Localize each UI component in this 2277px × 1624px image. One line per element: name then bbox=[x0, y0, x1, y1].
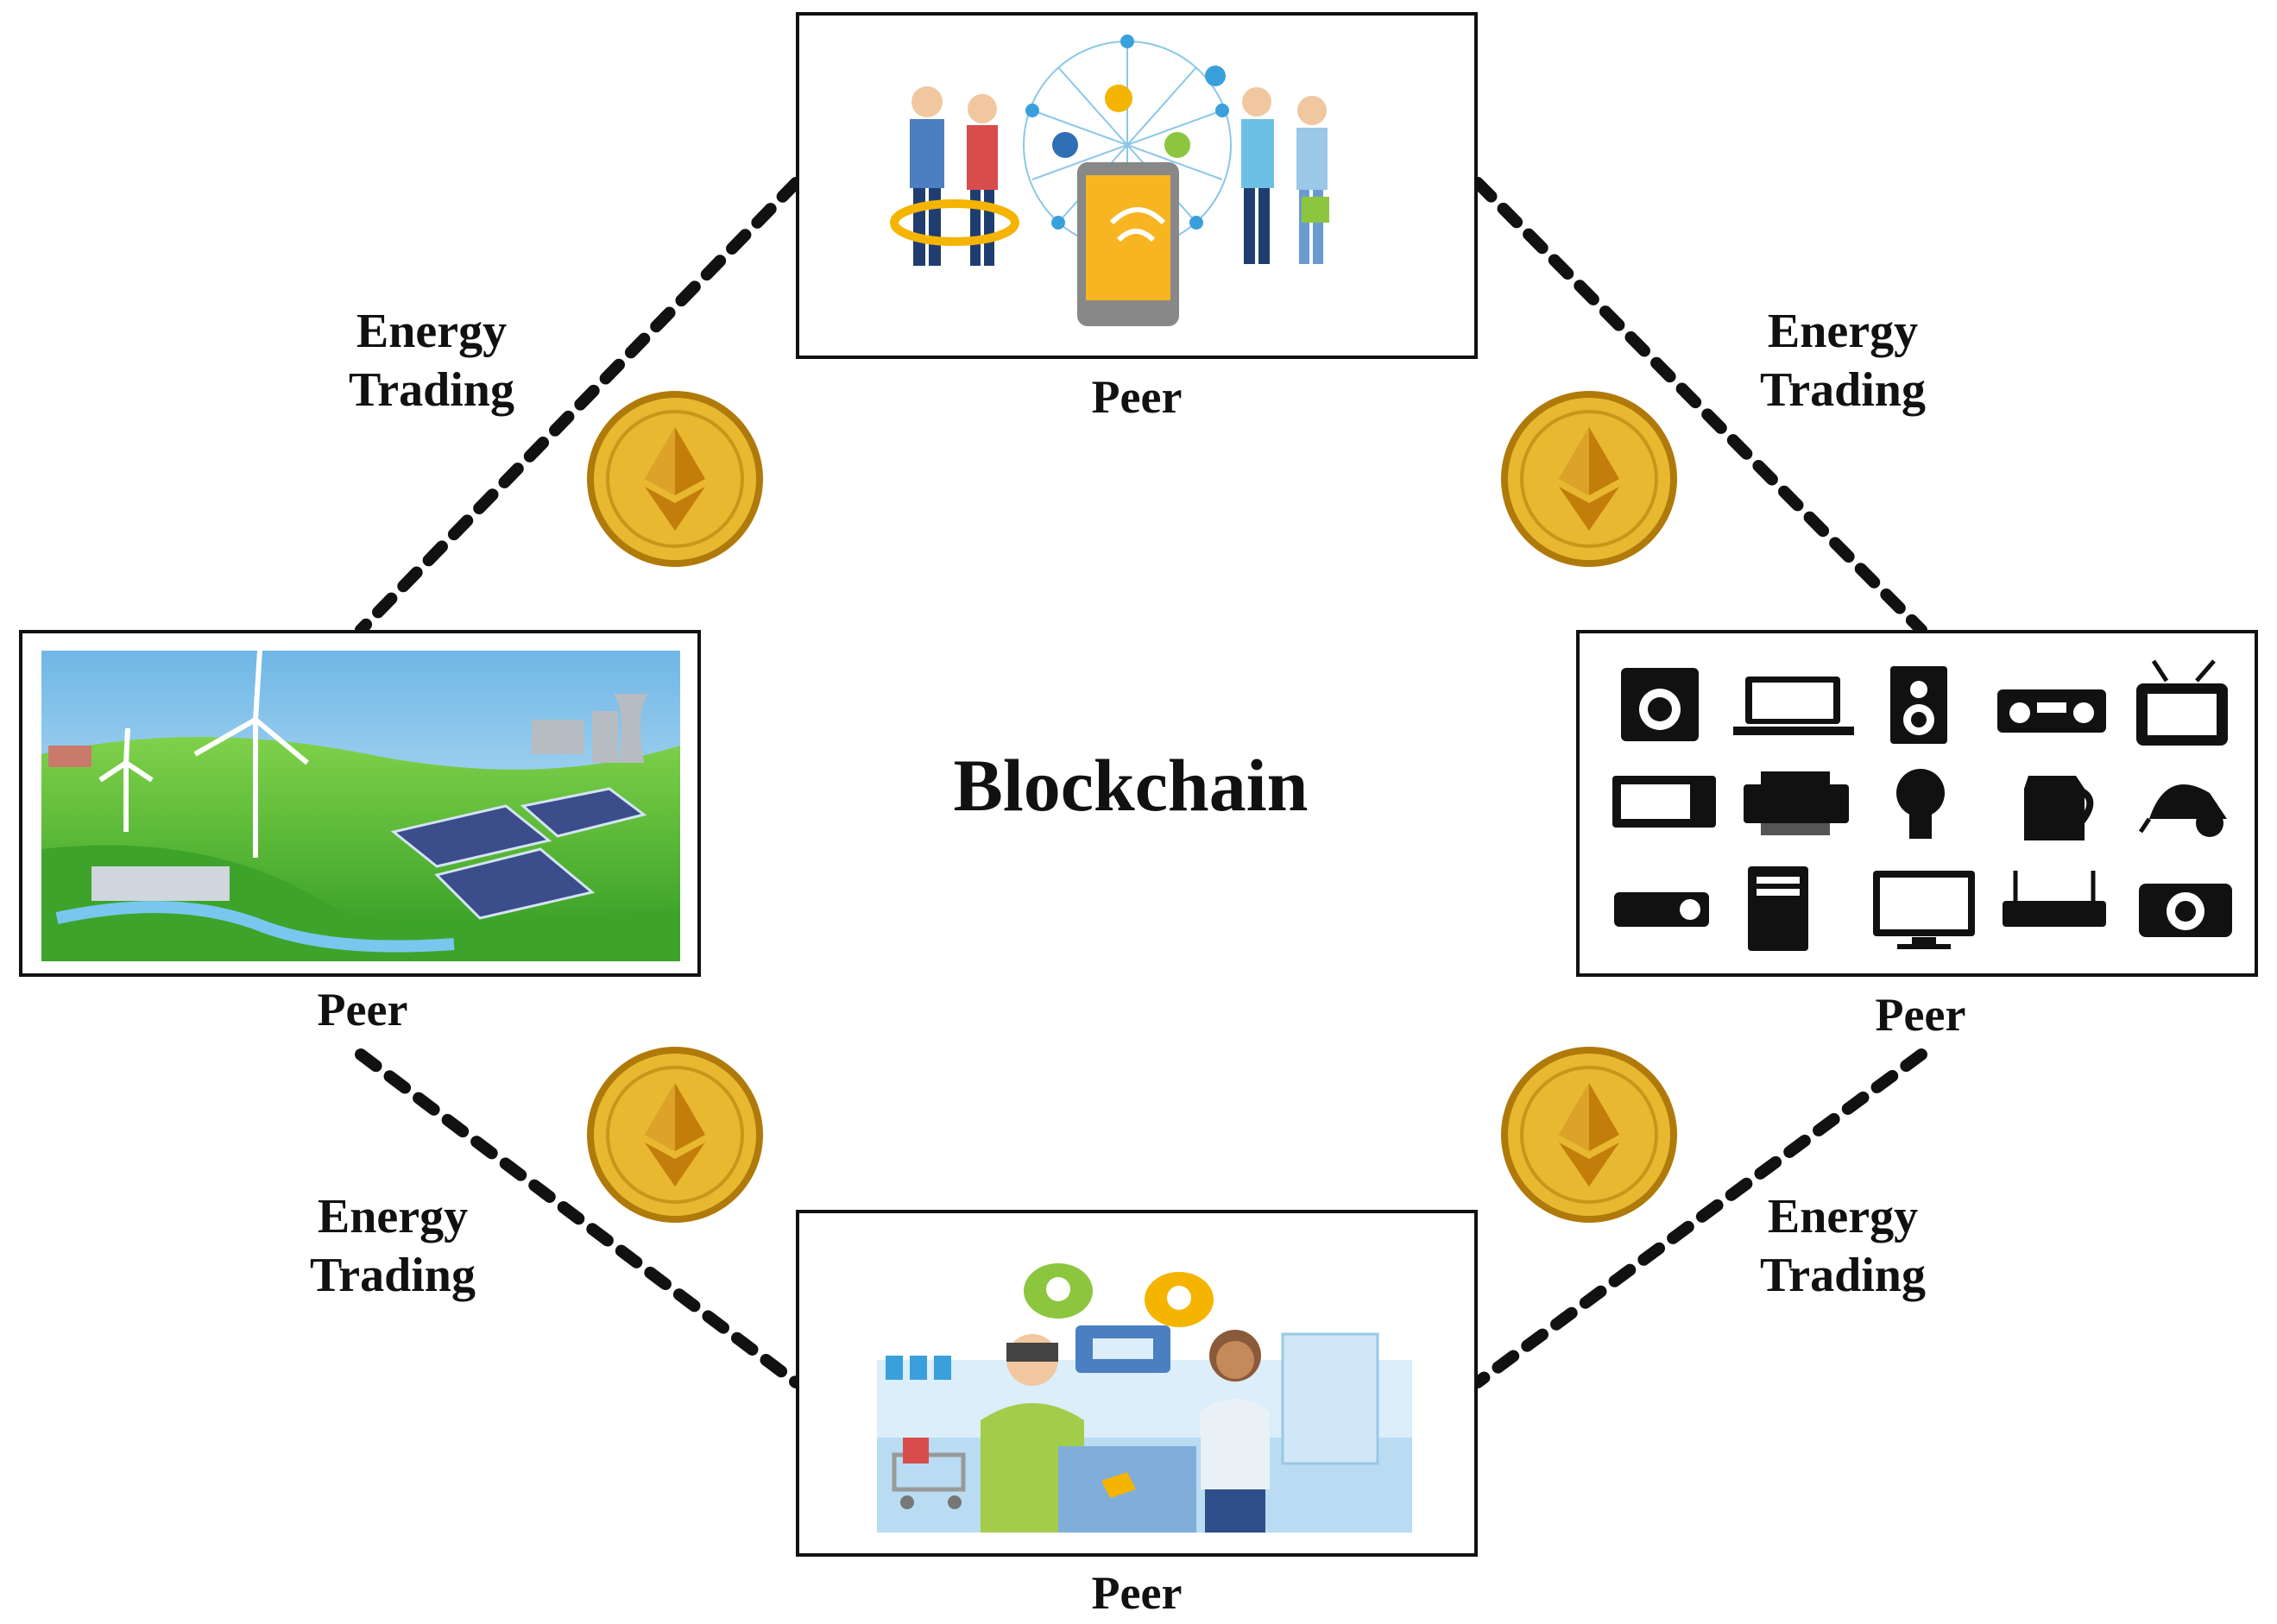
peer-right-label: Peer bbox=[1875, 989, 1966, 1041]
energy-trading-label-bottom-left: Energy Trading bbox=[263, 1187, 522, 1305]
blockchain-title: Blockchain bbox=[953, 744, 1309, 827]
trading-line2: Trading bbox=[310, 1249, 476, 1302]
trading-line1: Energy bbox=[1767, 305, 1919, 358]
link-bottom-left bbox=[355, 1048, 802, 1388]
energy-trading-label-top-left: Energy Trading bbox=[302, 302, 561, 419]
shop-commerce-icon bbox=[877, 1263, 1412, 1533]
peer-top-label: Peer bbox=[1091, 371, 1183, 423]
trading-line1: Energy bbox=[1767, 1190, 1919, 1243]
trading-line1: Energy bbox=[356, 305, 508, 358]
trading-line2: Trading bbox=[349, 363, 514, 417]
peer-left-label: Peer bbox=[317, 984, 408, 1035]
trading-line2: Trading bbox=[1760, 1249, 1926, 1302]
link-top-left bbox=[355, 177, 802, 636]
link-bottom-right bbox=[1472, 1048, 1927, 1388]
ether-coin-icon bbox=[587, 1047, 763, 1223]
peer-right-box bbox=[1576, 630, 2258, 977]
home-appliances-icons bbox=[1612, 659, 2232, 951]
ether-coin-icon bbox=[1501, 391, 1677, 567]
trading-line2: Trading bbox=[1760, 363, 1926, 417]
peer-bottom-label: Peer bbox=[1091, 1567, 1183, 1619]
peer-bottom-box bbox=[796, 1210, 1478, 1557]
peer-top-box bbox=[796, 12, 1478, 359]
trading-line1: Energy bbox=[317, 1190, 469, 1243]
ether-coin-icon bbox=[587, 391, 763, 567]
link-top-right bbox=[1472, 177, 1927, 636]
ether-coin-icon bbox=[1501, 1047, 1677, 1223]
renewable-energy-landscape bbox=[41, 650, 680, 961]
energy-trading-label-bottom-right: Energy Trading bbox=[1713, 1187, 1972, 1305]
peer-left-box bbox=[19, 630, 701, 977]
people-network-icon bbox=[890, 35, 1329, 326]
energy-trading-label-top-right: Energy Trading bbox=[1713, 302, 1972, 419]
